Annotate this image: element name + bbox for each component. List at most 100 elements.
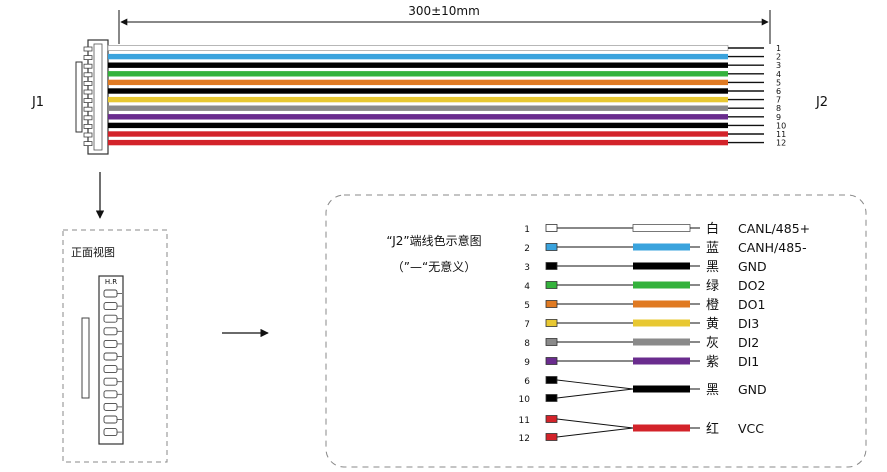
legend-pin-number: 4 <box>524 282 530 292</box>
legend-signal-name: DI2 <box>738 335 759 350</box>
legend-signal-name: GND <box>738 382 767 397</box>
wire-12: 12 <box>108 139 786 148</box>
dimension-label: 300±10mm <box>408 4 480 18</box>
front-view-pin <box>103 339 118 348</box>
j1-label: J1 <box>31 95 44 110</box>
legend-color-name: 绿 <box>706 279 719 294</box>
legend-signal-name: DI1 <box>738 354 759 369</box>
front-view-pin <box>103 289 118 298</box>
legend-signal-name: GND <box>738 259 767 274</box>
legend-terminal <box>545 433 558 441</box>
legend-wire-swatch <box>633 357 690 365</box>
j1-pin <box>83 72 93 78</box>
pin-number-label: 5 <box>776 78 781 87</box>
legend-wire-swatch <box>633 262 690 270</box>
legend-signal-name: DO2 <box>738 278 765 293</box>
wire-6: 6 <box>108 87 781 96</box>
pin-number-label: 1 <box>776 44 781 53</box>
front-view-pin <box>103 377 118 386</box>
wire-10: 10 <box>108 121 786 130</box>
legend-signal-name: DO1 <box>738 297 765 312</box>
legend-pin-number: 10 <box>519 395 531 405</box>
j1-pin <box>83 55 93 60</box>
front-view-pin <box>103 352 118 361</box>
legend-terminal <box>545 394 558 402</box>
legend-wire-swatch <box>633 281 690 289</box>
legend-signal-name: DI3 <box>738 316 759 331</box>
legend-pin-number: 3 <box>524 263 530 273</box>
wire-4: 4 <box>108 70 781 79</box>
wire-3: 3 <box>108 61 781 70</box>
legend-wire-swatch <box>633 424 690 432</box>
legend-terminal <box>545 319 558 327</box>
legend-terminal <box>545 262 558 270</box>
legend-color-name: 黑 <box>706 383 719 398</box>
legend-pin-number: 1 <box>524 225 530 235</box>
j1-pin <box>83 106 93 112</box>
legend-pin-number: 12 <box>519 434 530 444</box>
legend-signal-name: CANL/485+ <box>738 221 810 236</box>
wire-9: 9 <box>108 113 781 122</box>
legend-color-name: 黄 <box>706 317 719 332</box>
front-view-connector: H.R <box>81 275 124 445</box>
legend-row: 7 黄 DI3 <box>524 316 759 332</box>
legend-terminal <box>545 243 558 251</box>
j1-connector <box>75 39 109 155</box>
pin-number-label: 3 <box>776 61 781 70</box>
front-view-title: 正面视图 <box>71 245 115 259</box>
legend-wire-swatch <box>633 243 690 251</box>
legend-wire-swatch <box>633 385 690 393</box>
legend-signal-name: VCC <box>738 421 764 436</box>
legend-pin-number: 5 <box>524 301 530 311</box>
legend-row: 8 灰 DI2 <box>524 335 759 351</box>
pin-number-label: 6 <box>776 87 781 96</box>
legend-signal-name: CANH/485- <box>738 240 807 255</box>
wire-1: 1 <box>107 44 781 53</box>
pin-number-label: 11 <box>776 130 786 139</box>
j1-pin <box>83 98 93 103</box>
pin-number-label: 8 <box>776 104 781 113</box>
front-view-pin <box>103 327 118 336</box>
legend-terminal <box>545 281 558 289</box>
legend-pin-number: 2 <box>524 244 530 254</box>
legend-subtitle: （”—“无意义） <box>392 259 476 274</box>
legend-pin-number: 7 <box>524 320 530 330</box>
front-view-pin <box>103 402 118 411</box>
pin-number-label: 12 <box>776 139 786 148</box>
legend-wire-swatch <box>632 224 691 232</box>
legend-color-name: 灰 <box>706 336 719 351</box>
legend-color-name: 紫 <box>706 355 719 370</box>
j1-pin <box>83 132 93 138</box>
j1-pin <box>83 46 93 52</box>
legend-row: 9 紫 DI1 <box>524 354 759 370</box>
legend-pin-number: 8 <box>524 339 530 349</box>
legend-wire-swatch <box>633 300 690 308</box>
legend-wire-swatch <box>633 319 690 327</box>
j1-pin <box>83 141 93 147</box>
wire-11: 11 <box>108 130 786 139</box>
legend-terminal <box>545 357 558 365</box>
dimension-annotation: 300±10mm <box>118 4 771 44</box>
wire-8: 8 <box>108 104 781 113</box>
j1-pin <box>83 81 93 86</box>
j1-pin <box>83 63 93 69</box>
pin-number-label: 7 <box>776 96 781 105</box>
wire-7: 7 <box>108 96 781 105</box>
front-view-pin <box>103 415 118 424</box>
front-view-pin <box>103 314 118 323</box>
hr-label: H.R <box>105 278 117 286</box>
j1-pin <box>83 124 93 129</box>
legend-pin-number: 9 <box>524 358 530 368</box>
legend-terminal <box>545 300 558 308</box>
legend-color-name: 红 <box>706 421 719 437</box>
legend-title: “J2”端线色示意图 <box>386 233 481 248</box>
